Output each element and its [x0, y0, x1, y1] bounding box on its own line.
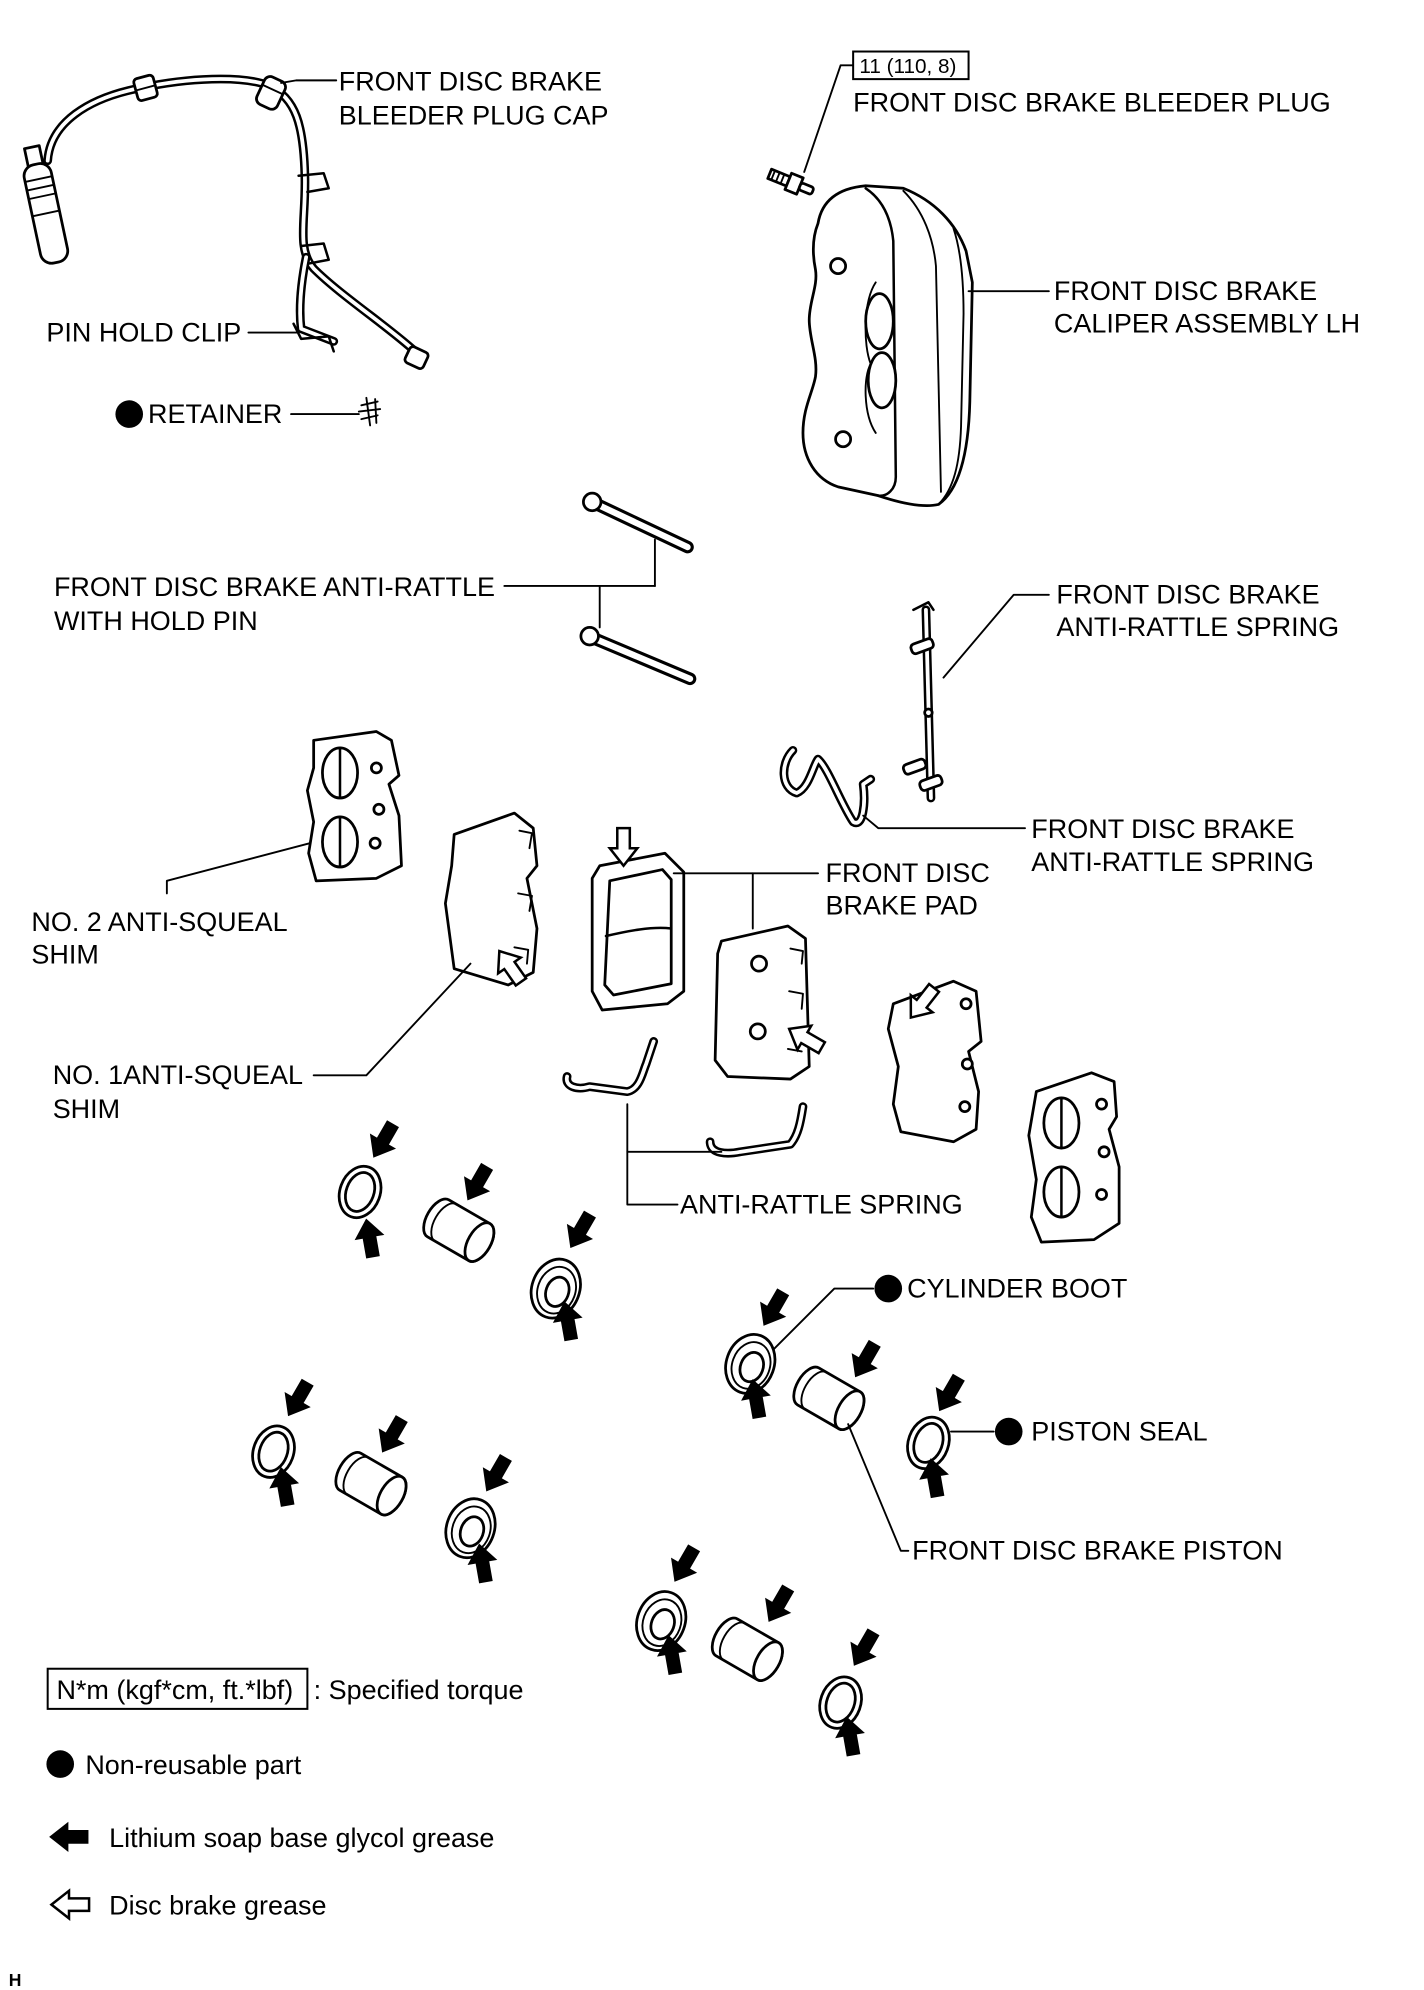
lithium-grease-arrow-icon: [751, 1284, 796, 1333]
no1-shim-label: NO. 1ANTI-SQUEAL: [53, 1060, 303, 1090]
caliper-bore-upper: [864, 292, 895, 351]
piston-label: FRONT DISC BRAKE PISTON: [912, 1536, 1283, 1566]
piston-seal: [244, 1418, 303, 1485]
bleeder-plug: [766, 167, 815, 196]
bleeder-plug-cap-label-line2: BLEEDER PLUG CAP: [339, 100, 609, 130]
non-reusable-marker-icon: [994, 1417, 1023, 1446]
bleeder-plug-cap-label: FRONT DISC BRAKE: [339, 66, 602, 96]
no2-anti-squeal-shim-outer: [1027, 1071, 1121, 1244]
harness-end-plug: [403, 345, 430, 370]
anti-rattle-spring-label: ANTI-RATTLE SPRING: [680, 1189, 963, 1219]
legend-torque-unit: N*m (kgf*cm, ft.*lbf): [56, 1675, 293, 1705]
retainer: [357, 396, 382, 427]
no1-anti-squeal-shim-inner: [444, 811, 539, 992]
brake-pad-label: FRONT DISC: [826, 858, 990, 888]
brake-pad-outer: [713, 924, 830, 1081]
lithium-grease-arrow-icon: [361, 1116, 406, 1165]
lithium-grease-arrow-icon: [352, 1216, 388, 1260]
lithium-grease-arrow-icon: [841, 1624, 886, 1673]
torque-spec-box: [852, 50, 970, 81]
no2-shim-label-line2: SHIM: [31, 940, 98, 970]
lithium-grease-arrow-icon: [474, 1450, 519, 1499]
lithium-grease-arrow-icon: [756, 1580, 801, 1629]
leader-lines: [165, 64, 1050, 1552]
bleeder-plug-torque-value: 11 (110, 8): [859, 55, 956, 78]
lithium-grease-arrow-icon: [370, 1411, 415, 1460]
anti-rattle-hold-pins: [579, 491, 697, 686]
harness-connector: [22, 144, 70, 265]
anti-rattle-spring-lower-label: FRONT DISC BRAKE: [1031, 814, 1294, 844]
no2-shim-label: NO. 2 ANTI-SQUEAL: [31, 907, 287, 937]
piston-set-d: [627, 1540, 886, 1758]
no1-anti-squeal-shim-outer: [886, 978, 983, 1144]
pin-hold-clip: [292, 322, 335, 353]
lithium-grease-legend-arrow-icon: [49, 1822, 89, 1852]
piston-set-c: [244, 1375, 519, 1585]
anti-rattle-spring-upper: [901, 601, 944, 803]
bleeder-plug-cap: [255, 75, 287, 111]
anti-rattle-hold-pin-label: FRONT DISC BRAKE ANTI-RATTLE: [54, 572, 495, 602]
harness-clip-upper: [297, 171, 330, 194]
non-reusable-marker-icon: [115, 400, 144, 428]
lithium-grease-arrow-icon: [927, 1370, 972, 1418]
caliper-label-line2: CALIPER ASSEMBLY LH: [1054, 309, 1360, 339]
lithium-grease-arrow-icon: [662, 1540, 707, 1589]
non-reusable-marker-icon: [874, 1274, 903, 1303]
harness-clip-middle: [299, 242, 330, 265]
cylinder-boot: [521, 1250, 590, 1327]
cylinder-boot: [436, 1490, 505, 1567]
pin-hold-clip-label: PIN HOLD CLIP: [46, 317, 241, 347]
non-reusable-part-icon: [46, 1750, 75, 1778]
brake-wear-sensor-harness: [22, 73, 430, 370]
disc-grease-legend-arrow-icon: [50, 1889, 91, 1920]
retainer-label: RETAINER: [148, 399, 282, 429]
anti-rattle-spring-upper-label: FRONT DISC BRAKE: [1056, 580, 1319, 610]
piston: [704, 1611, 790, 1687]
legend-lithium-grease: Lithium soap base glycol grease: [109, 1823, 494, 1853]
no1-shim-label-line2: SHIM: [53, 1094, 120, 1124]
piston-set-a: [330, 1116, 603, 1343]
lithium-grease-arrow-icon: [558, 1207, 603, 1255]
lithium-grease-arrow-icon: [275, 1375, 320, 1423]
caliper-label: FRONT DISC BRAKE: [1054, 276, 1317, 306]
figure-code: H: [9, 1970, 22, 1990]
cylinder-boot-label: CYLINDER BOOT: [907, 1273, 1127, 1303]
bleeder-plug-label: FRONT DISC BRAKE BLEEDER PLUG: [853, 88, 1331, 118]
legend-torque-box: [46, 1667, 309, 1710]
lithium-grease-arrow-icon: [455, 1159, 500, 1208]
cylinder-boot: [627, 1583, 696, 1659]
piston-set-b: [716, 1284, 972, 1500]
piston: [416, 1192, 502, 1268]
brake-pad-label-line2: BRAKE PAD: [826, 891, 978, 921]
callout-labels: FRONT DISC BRAKE BLEEDER PLUG CAP PIN HO…: [31, 50, 1360, 1566]
no2-anti-squeal-shim-inner: [306, 730, 403, 883]
anti-rattle-spring-upper-label-line2: ANTI-RATTLE SPRING: [1056, 612, 1339, 642]
brake-pad-inner: [590, 826, 686, 1012]
piston-seal: [330, 1158, 390, 1225]
harness-clamp: [132, 73, 159, 102]
legend: N*m (kgf*cm, ft.*lbf) : Specified torque…: [9, 1667, 524, 1990]
caliper-assembly: [801, 184, 974, 507]
legend-torque-desc: : Specified torque: [314, 1675, 524, 1705]
piston: [328, 1446, 414, 1522]
pad-anti-rattle-springs: [562, 1037, 808, 1158]
legend-disc-grease: Disc brake grease: [109, 1891, 326, 1921]
anti-rattle-spring-lower: [779, 745, 876, 828]
piston-seal: [811, 1669, 870, 1736]
legend-non-reusable: Non-reusable part: [85, 1750, 301, 1780]
piston-seal-label: PISTON SEAL: [1031, 1416, 1207, 1446]
anti-rattle-spring-lower-label-line2: ANTI-RATTLE SPRING: [1031, 847, 1314, 877]
anti-rattle-hold-pin-label-line2: WITH HOLD PIN: [54, 606, 258, 636]
caliper-bore-lower: [866, 351, 898, 410]
lithium-grease-arrow-icon: [843, 1336, 888, 1384]
